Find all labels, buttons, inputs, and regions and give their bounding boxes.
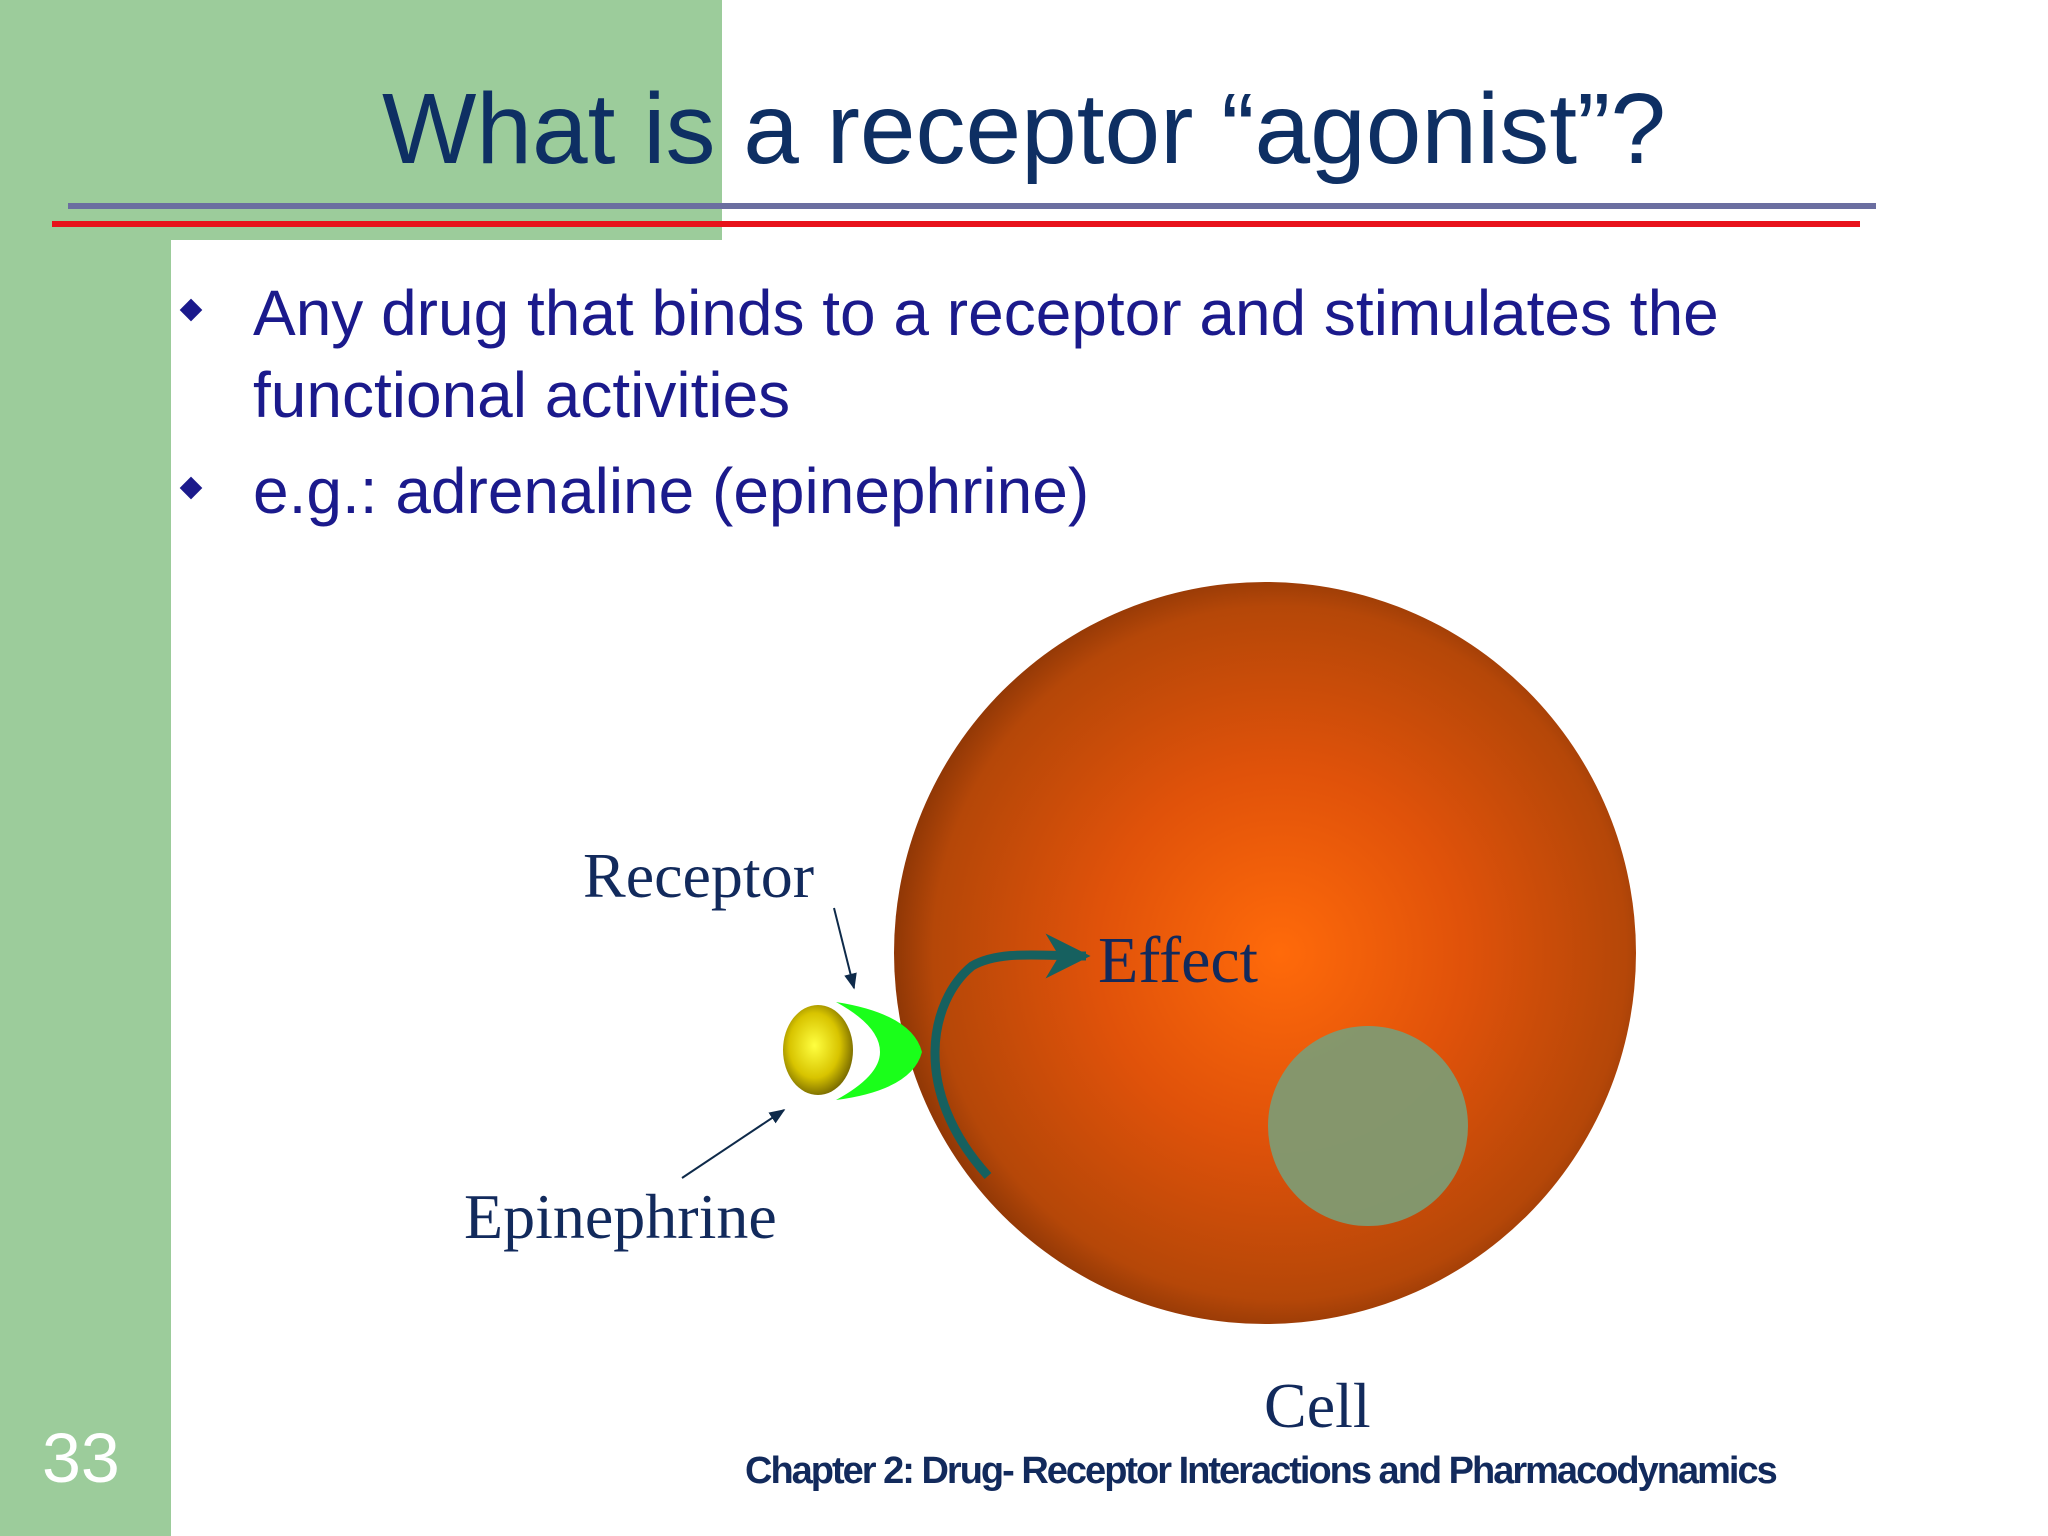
slide-number: 33: [42, 1419, 120, 1497]
receptor-pointer: [833, 907, 857, 990]
slide-footer: Chapter 2: Drug- Receptor Interactions a…: [745, 1450, 1778, 1492]
receptor-shape: [836, 1002, 922, 1100]
slide-title: What is a receptor “agonist”?: [382, 73, 1666, 185]
effect-label: Effect: [1098, 924, 1258, 997]
bullet-list: Any drug that binds to a receptor and st…: [175, 272, 1875, 546]
title-rule-blue: [68, 203, 1876, 209]
cell-nucleus: [1268, 1026, 1468, 1226]
bullet-text: Any drug that binds to a receptor and st…: [253, 277, 1719, 431]
epinephrine-pointer: [681, 1109, 786, 1179]
epinephrine-label: Epinephrine: [464, 1181, 777, 1252]
epinephrine-ligand: [783, 1005, 853, 1095]
bullet-item: e.g.: adrenaline (epinephrine): [175, 450, 1875, 532]
title-rule-red: [52, 221, 1860, 227]
bullet-text: e.g.: adrenaline (epinephrine): [253, 455, 1090, 527]
header-band: [0, 0, 722, 240]
receptor-label: Receptor: [583, 840, 814, 911]
cell-label: Cell: [1264, 1370, 1371, 1441]
sidebar-band: [0, 0, 171, 1536]
bullet-item: Any drug that binds to a receptor and st…: [175, 272, 1875, 436]
effect-arrow: [930, 933, 1091, 1180]
